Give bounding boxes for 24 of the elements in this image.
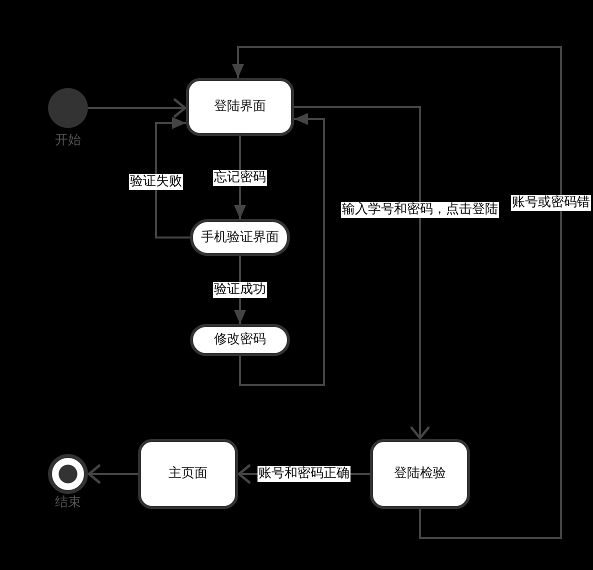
state-box xyxy=(190,324,290,356)
state-label: 登陆检验 xyxy=(394,466,446,482)
state-box xyxy=(370,439,470,509)
transition-arrow xyxy=(88,98,186,118)
transition-arrow xyxy=(239,113,325,386)
edge-label: 输入学号和密码，点击登陆 xyxy=(341,202,499,218)
edge-label: 账号或密码错 xyxy=(511,195,591,211)
state-caption: 开始 xyxy=(55,133,81,149)
state-label: 修改密码 xyxy=(214,332,266,348)
transition-arrow xyxy=(294,106,430,440)
state-box xyxy=(186,78,294,136)
transition-arrow xyxy=(155,117,190,238)
edge-label: 验证失败 xyxy=(129,174,183,190)
edge-label: 账号和密码正确 xyxy=(258,466,350,482)
transition-arrow xyxy=(232,46,562,539)
edge-label: 验证成功 xyxy=(213,282,267,298)
state-label: 手机验证界面 xyxy=(201,230,279,246)
state-box xyxy=(138,439,238,509)
state-label: 主页面 xyxy=(168,466,208,482)
state-box xyxy=(190,219,290,256)
state-label: 登陆界面 xyxy=(214,99,266,115)
transition-arrow xyxy=(88,464,138,484)
state-caption: 结束 xyxy=(55,495,81,511)
edge-label: 忘记密码 xyxy=(213,170,267,186)
